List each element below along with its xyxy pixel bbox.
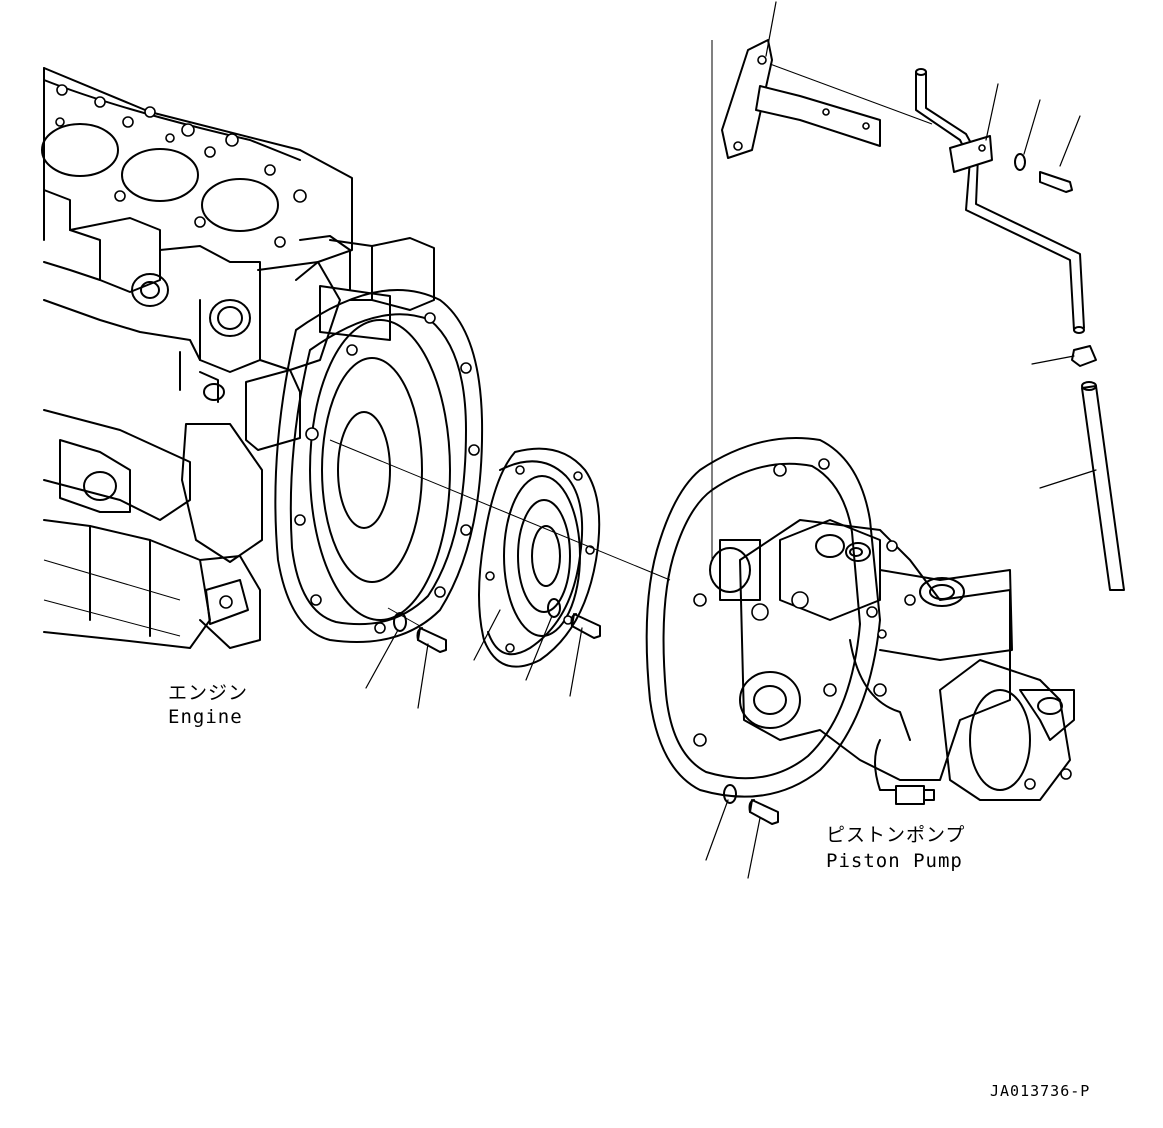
flywheel-housing — [274, 289, 484, 643]
pump-connector — [895, 785, 925, 805]
coupling — [478, 447, 601, 668]
head-bolt-holes — [55, 84, 307, 248]
engine-label-jp: エンジン — [168, 682, 249, 704]
engine-assembly — [41, 67, 435, 649]
hose-tube — [915, 68, 1125, 591]
housing-bolt-holes — [294, 312, 480, 634]
pump-label-jp: ピストンポンプ — [826, 824, 966, 846]
piston-pump — [645, 437, 1075, 805]
drawing-code: JA013736-P — [990, 1082, 1091, 1100]
assembly-axis-line — [329, 439, 671, 581]
bracket — [721, 39, 933, 159]
fasteners — [393, 153, 1073, 825]
engine-label-en: Engine — [168, 706, 243, 728]
callout-leaders — [365, 1, 1097, 879]
pump-label-en: Piston Pump — [826, 850, 963, 872]
